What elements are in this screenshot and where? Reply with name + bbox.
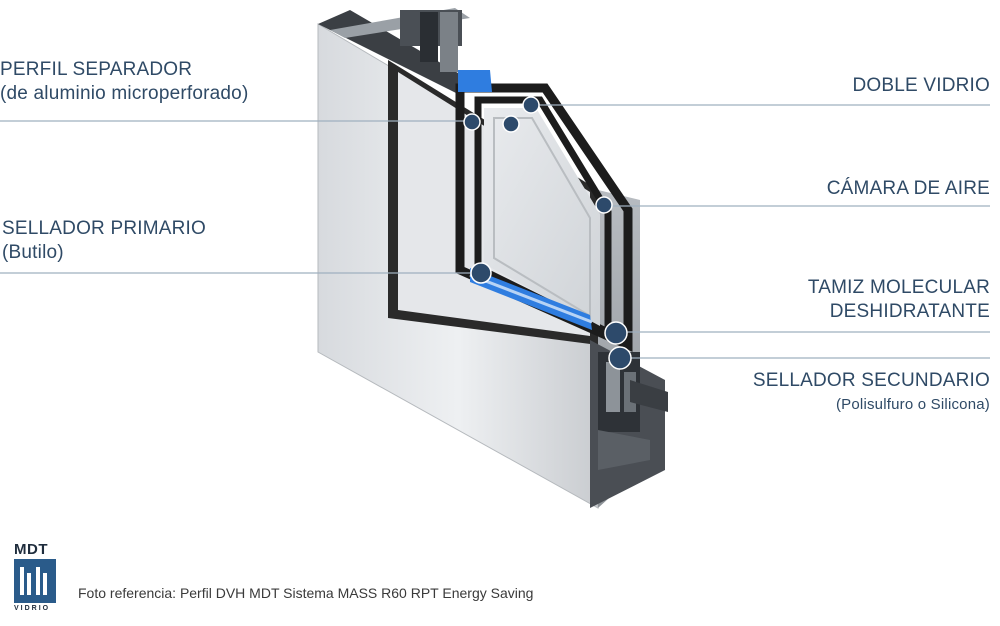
label-sellador-secundario: SELLADOR SECUNDARIO (Polisulfuro o Silic… xyxy=(753,369,990,417)
marker-perfil-2 xyxy=(502,115,520,133)
perfil-separador-sub: (de aluminio microperforado) xyxy=(0,83,249,104)
marker-perfil-1 xyxy=(463,113,481,131)
tamiz-line2: DESHIDRATANTE xyxy=(829,301,990,322)
glass-surface xyxy=(484,108,600,326)
perfil-separador-title: PERFIL SEPARADOR xyxy=(0,59,193,80)
sellador-secundario-title: SELLADOR SECUNDARIO xyxy=(752,370,990,391)
doble-vidrio-title: DOBLE VIDRIO xyxy=(852,75,990,96)
logo-bottom-text: VIDRIO xyxy=(14,605,51,612)
label-sellador-primario: SELLADOR PRIMARIO (Butilo) xyxy=(2,217,206,265)
marker-sellador-primario xyxy=(470,262,492,284)
tamiz-line1: TAMIZ MOLECULAR xyxy=(807,277,990,298)
label-tamiz: TAMIZ MOLECULAR DESHIDRATANTE xyxy=(808,276,990,324)
spacer-blue-top xyxy=(458,70,492,92)
label-perfil-separador: PERFIL SEPARADOR (de aluminio microperfo… xyxy=(0,58,248,106)
label-doble-vidrio: DOBLE VIDRIO xyxy=(852,74,990,98)
sellador-secundario-sub: (Polisulfuro o Silicona) xyxy=(835,396,990,413)
mdt-logo: MDT VIDRIO xyxy=(14,541,58,612)
camara-aire-title: CÁMARA DE AIRE xyxy=(826,178,990,199)
logo-top-text: MDT xyxy=(14,541,48,558)
marker-camara xyxy=(595,196,613,214)
marker-doble-vidrio xyxy=(522,96,540,114)
label-camara-aire: CÁMARA DE AIRE xyxy=(827,177,990,201)
marker-sellador-secundario xyxy=(608,346,632,370)
photo-caption: Foto referencia: Perfil DVH MDT Sistema … xyxy=(78,585,534,601)
sellador-primario-sub: (Butilo) xyxy=(2,242,64,263)
mdt-logo-icon xyxy=(14,559,56,603)
marker-tamiz xyxy=(604,321,628,345)
outer-glass-pane xyxy=(455,83,633,352)
leader-lines xyxy=(0,104,990,359)
markers xyxy=(463,96,632,370)
sellador-primario-title: SELLADOR PRIMARIO xyxy=(2,218,207,239)
